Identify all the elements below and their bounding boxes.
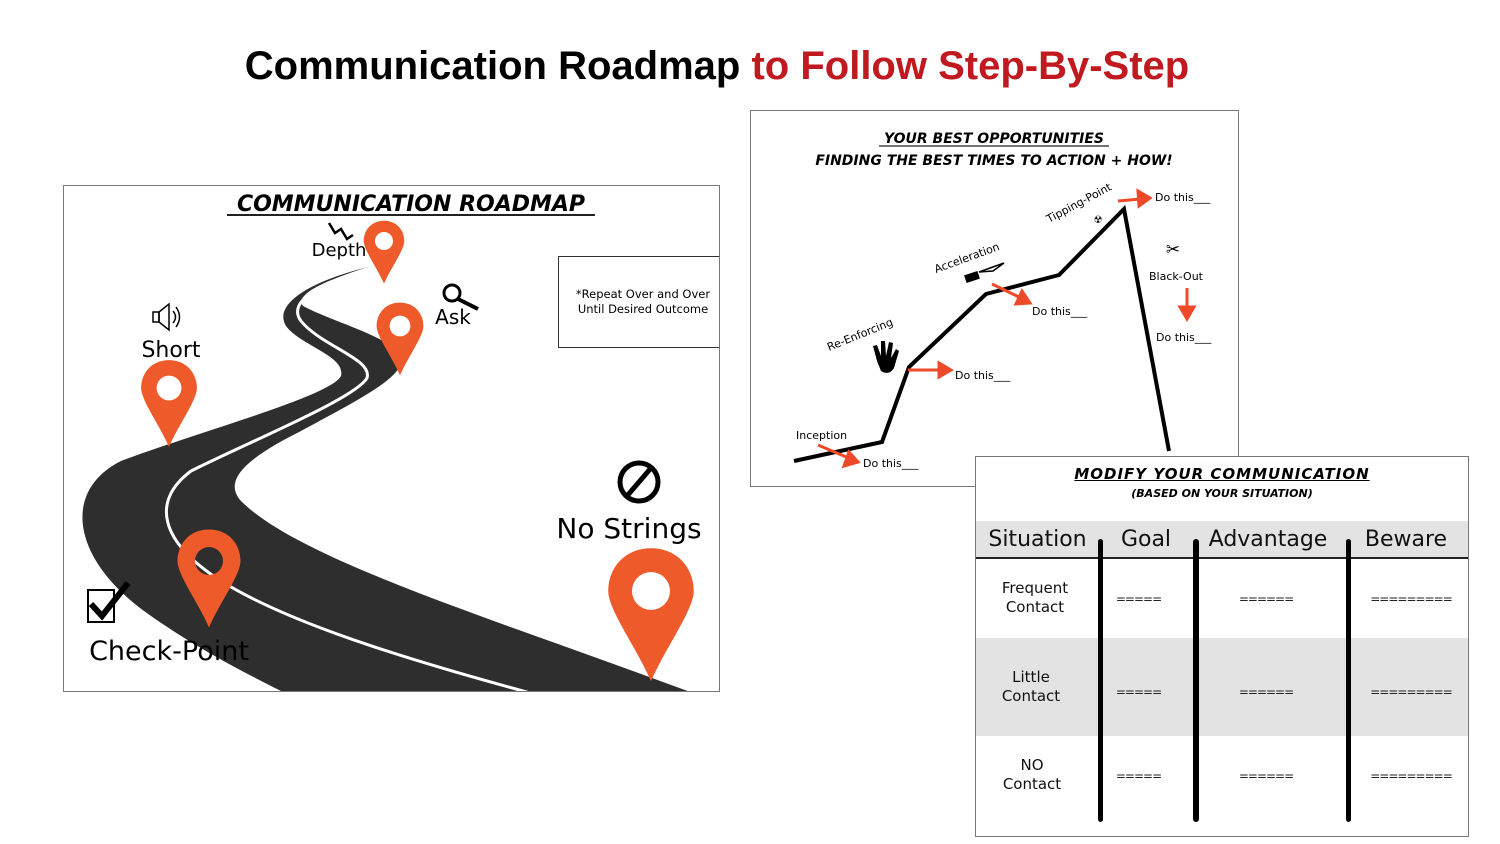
title-red: to Follow Step-By-Step [751, 44, 1190, 88]
situation-line: Little [1012, 668, 1050, 686]
col-situation: Situation [988, 527, 1087, 552]
situation-line: Frequent [1001, 579, 1069, 597]
action-reenforcing: Do this___ [955, 369, 1011, 382]
opportunity-curve [793, 204, 1171, 463]
modify-subheading: (BASED ON YOUR SITUATION) [1131, 487, 1313, 500]
hand-icon [873, 341, 899, 373]
row-band [976, 638, 1468, 736]
pin-short [141, 360, 197, 447]
pin-depth [363, 220, 405, 284]
column-divider [1346, 539, 1351, 822]
pins-layer: Depth Ask Short Check-Point No Strings [87, 220, 702, 682]
label-short: Short [141, 338, 200, 363]
repeat-note: *Repeat Over and Over Until Desired Outc… [575, 287, 711, 316]
slide-title: Communication Roadmap to Follow Step-By-… [0, 44, 1434, 89]
lightning-icon [327, 222, 354, 241]
goal-cell: ===== [1115, 685, 1162, 699]
advantage-cell: ====== [1238, 685, 1294, 699]
road [82, 263, 688, 691]
checkbox-icon [87, 581, 131, 623]
speaker-icon [152, 302, 181, 332]
column-divider [1193, 539, 1199, 822]
goal-cell: ===== [1115, 769, 1162, 783]
stage-inception: Inception [796, 429, 847, 442]
modify-panel: MODIFY YOUR COMMUNICATION (BASED ON YOUR… [975, 456, 1469, 837]
col-beware: Beware [1364, 527, 1448, 552]
action-acceleration: Do this___ [1032, 305, 1088, 318]
arrow-blackout [1177, 288, 1197, 322]
label-depth: Depth [312, 240, 367, 261]
advantage-cell: ====== [1238, 592, 1294, 606]
col-advantage: Advantage [1208, 527, 1328, 552]
goal-cell: ===== [1115, 592, 1162, 606]
opportunities-chart: YOUR BEST OPPORTUNITIES FINDING THE BEST… [793, 131, 1212, 470]
advantage-cell: ====== [1238, 769, 1294, 783]
stage-tipping-point: Tipping-Point [1043, 180, 1114, 226]
repeat-note-box: *Repeat Over and Over Until Desired Outc… [558, 256, 719, 348]
pointing-hand-icon [964, 262, 1005, 283]
beware-cell: ========= [1370, 592, 1453, 606]
magnifier-icon [442, 283, 479, 311]
roadmap-panel: COMMUNICATION ROADMAP Depth Ask Short Ch… [63, 185, 720, 692]
opportunities-panel: YOUR BEST OPPORTUNITIES FINDING THE BEST… [750, 110, 1239, 487]
situation-line: Contact [1002, 775, 1062, 793]
arrow-reenforcing [908, 360, 954, 380]
pin-check-point [177, 529, 241, 628]
situation-line: Contact [1005, 598, 1065, 616]
label-ask: Ask [435, 305, 471, 329]
roadmap-drawing: COMMUNICATION ROADMAP [82, 192, 688, 691]
action-tipping-point: Do this___ [1155, 191, 1211, 204]
stage-black-out: Black-Out [1149, 270, 1204, 283]
col-goal: Goal [1120, 527, 1172, 552]
beware-cell: ========= [1370, 685, 1453, 699]
beware-cell: ========= [1370, 769, 1453, 783]
road-centerline [164, 261, 529, 691]
column-divider [1098, 539, 1103, 822]
action-black-out: Do this___ [1156, 331, 1212, 344]
opportunities-heading: YOUR BEST OPPORTUNITIES [884, 131, 1104, 147]
title-black: Communication Roadmap [244, 44, 741, 88]
situation-line: Contact [1001, 687, 1061, 705]
label-no-strings: No Strings [556, 512, 701, 545]
label-check-point: Check-Point [89, 636, 249, 667]
arrow-acceleration [991, 282, 1033, 306]
pin-no-strings [608, 548, 694, 682]
action-inception: Do this___ [863, 457, 919, 470]
prohibited-icon [617, 460, 661, 504]
header-band [976, 521, 1468, 559]
roadmap-heading: COMMUNICATION ROADMAP [237, 192, 585, 217]
situation-line: NO [1020, 756, 1044, 774]
pin-ask [376, 302, 424, 376]
radiation-icon: ☢ [1094, 215, 1103, 226]
opportunities-subheading: FINDING THE BEST TIMES TO ACTION + HOW! [815, 153, 1172, 169]
arrow-inception [817, 443, 861, 469]
arrow-tipping [1117, 188, 1153, 209]
modify-heading: MODIFY YOUR COMMUNICATION [1074, 465, 1370, 483]
scissors-icon: ✂ [1166, 240, 1180, 260]
